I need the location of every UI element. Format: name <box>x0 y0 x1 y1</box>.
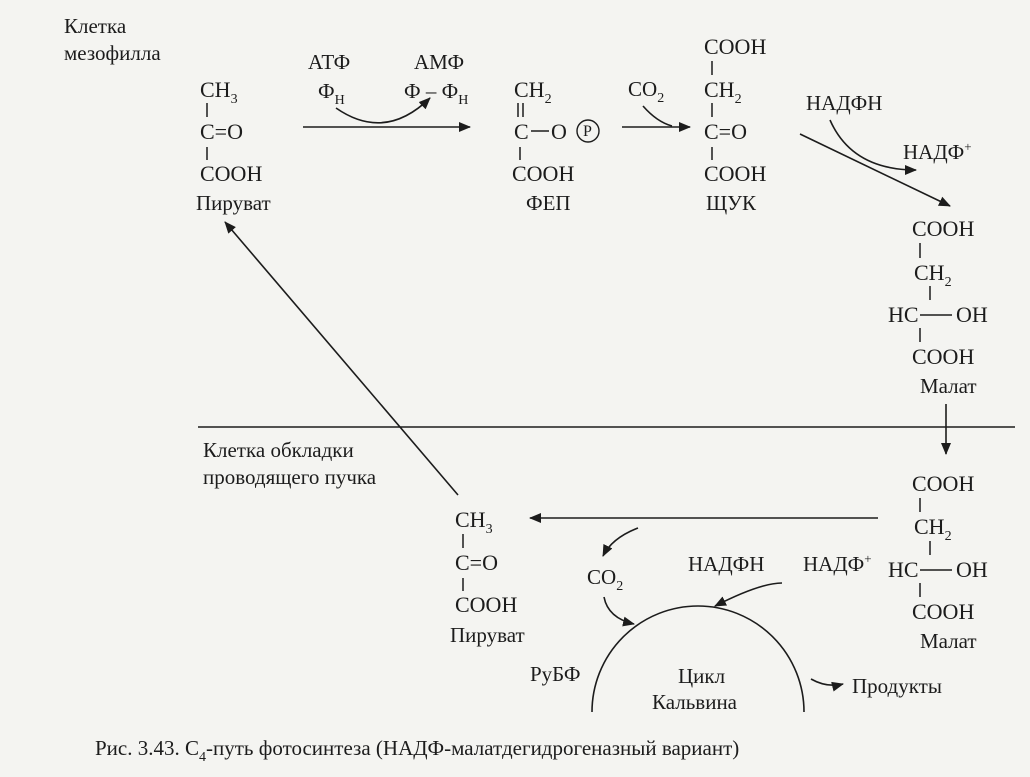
pyruvate-co: C=O <box>200 119 243 144</box>
malate-bottom-cooh2: COOH <box>912 599 974 624</box>
figure-caption: Рис. 3.43. С4-путь фотосинтеза (НАДФ-мал… <box>95 736 739 765</box>
nadp-bottom-label: НАДФ+ <box>803 551 872 576</box>
co2-top-label: CO2 <box>628 77 664 106</box>
cell-mesophyll-label-2: мезофилла <box>64 41 161 65</box>
rubp-label: РуБФ <box>530 662 581 686</box>
arrow-oaa-to-malate <box>799 133 951 207</box>
co2-bottom-label: CO2 <box>587 565 623 594</box>
arrow-co2-to-calvin <box>603 596 635 627</box>
arrow-nadph-to-calvin <box>714 582 783 607</box>
cell-sheath-label-2: проводящего пучка <box>203 465 377 489</box>
svg-text:CH2: CH2 <box>914 260 952 290</box>
pep-c: C <box>514 119 529 144</box>
pyruvate-bottom-cooh: COOH <box>455 592 517 617</box>
malate-bottom-name: Малат <box>920 629 977 653</box>
nadph-top-label: НАДФН <box>806 91 882 115</box>
oaa-cooh-top: COOH <box>704 34 766 59</box>
malate-top-oh: OH <box>956 302 988 327</box>
oaa-cooh-bottom: COOH <box>704 161 766 186</box>
malate-bottom-ch2: CH <box>914 514 945 539</box>
pyruvate-cooh: COOH <box>200 161 262 186</box>
pep: CH2 C O P COOH ФЕП <box>512 77 600 215</box>
pep-p: P <box>583 123 592 140</box>
malate-top-name: Малат <box>920 374 977 398</box>
malate-bottom-oh: OH <box>956 557 988 582</box>
co2-curve <box>642 105 673 127</box>
oaa-co: C=O <box>704 119 747 144</box>
pep-o: O <box>551 119 567 144</box>
pep-ch2: CH <box>514 77 545 102</box>
calvin-label-2: Кальвина <box>652 690 738 714</box>
svg-text:CH3: CH3 <box>455 507 493 537</box>
svg-text:CH2: CH2 <box>914 514 952 544</box>
pyruvate-name: Пируват <box>196 191 271 215</box>
nadph-bottom-label: НАДФН <box>688 552 764 576</box>
svg-text:CH2: CH2 <box>514 77 552 107</box>
malate-bottom-hc: HC <box>888 557 919 582</box>
cell-sheath-label-1: Клетка обкладки <box>203 438 354 462</box>
phosphate-circle <box>576 119 600 143</box>
pep-cooh: COOH <box>512 161 574 186</box>
nadp-top-label: НАДФ+ <box>903 139 972 164</box>
atf-label: АТФ <box>308 50 350 74</box>
pyruvate-ch3: CH <box>200 77 231 102</box>
oaa-ch2: CH <box>704 77 735 102</box>
pep-name: ФЕП <box>526 191 571 215</box>
calvin-label-1: Цикл <box>678 664 725 688</box>
products-label: Продукты <box>852 674 942 698</box>
malate-top-cooh2: COOH <box>912 344 974 369</box>
arrow-pyruvate-return <box>224 221 459 496</box>
arrow-atp-amp <box>335 97 431 124</box>
fn-label: ФН <box>318 79 345 108</box>
calvin-cycle-arc <box>591 605 805 713</box>
malate-bottom: COOH CH2 HC OH COOH Малат <box>888 471 988 653</box>
oaa: COOH CH2 C=O COOH ЩУК <box>704 34 766 215</box>
pyruvate-top: CH3 C=O COOH Пируват <box>196 77 271 215</box>
pyruvate-bottom-co: C=O <box>455 550 498 575</box>
svg-text:CH3: CH3 <box>200 77 238 107</box>
pyruvate-bottom-name: Пируват <box>450 623 525 647</box>
arrow-co2-release <box>602 527 639 557</box>
arrow-nadph-to-nadp <box>829 119 917 175</box>
malate-top-hc: HC <box>888 302 919 327</box>
malate-bottom-cooh1: COOH <box>912 471 974 496</box>
oaa-name: ЩУК <box>706 191 757 215</box>
malate-top-cooh1: COOH <box>912 216 974 241</box>
malate-top-ch2: CH <box>914 260 945 285</box>
amf-label: АМФ <box>414 50 464 74</box>
svg-text:CH2: CH2 <box>704 77 742 107</box>
pyruvate-bottom-ch3: CH <box>455 507 486 532</box>
cell-mesophyll-label-1: Клетка <box>64 14 127 38</box>
fn2-label: Ф – ФН <box>404 79 468 108</box>
arrow-products <box>810 678 844 692</box>
pyruvate-bottom: CH3 C=O COOH Пируват <box>450 507 525 647</box>
malate-top: COOH CH2 HC OH COOH Малат <box>888 216 988 398</box>
